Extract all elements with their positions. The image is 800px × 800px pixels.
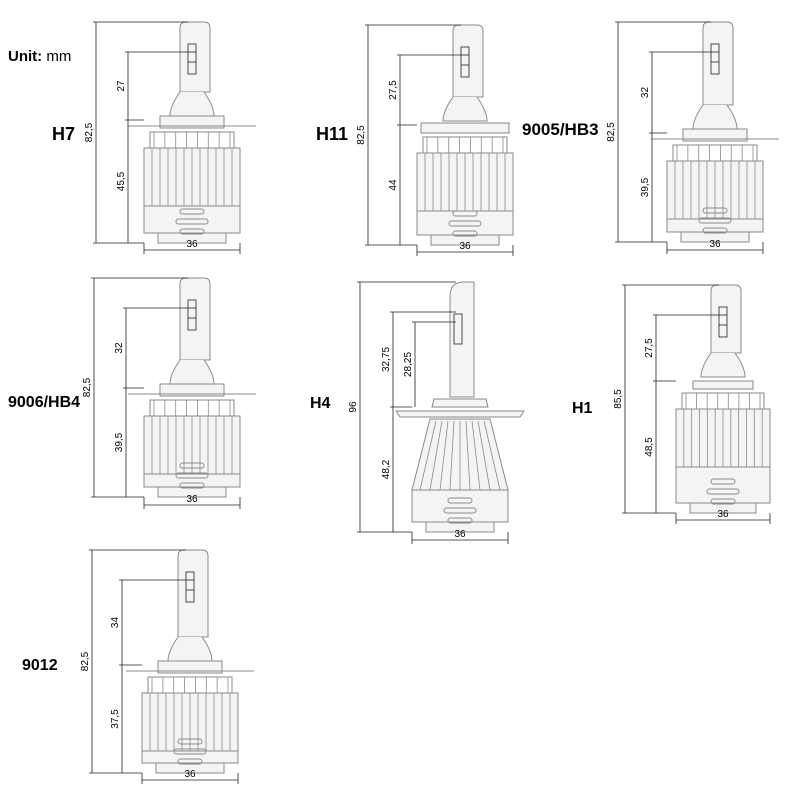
bulb-drawing xyxy=(128,277,256,498)
bulb-drawing xyxy=(416,24,514,246)
dim-bottom-h11: 44 xyxy=(388,179,399,191)
bulb-h4: 28,25 96 32,75 48,2 36 H4 xyxy=(310,281,525,544)
dimension-lines xyxy=(93,21,241,254)
dim-bottom-h7: 45,5 xyxy=(116,171,127,191)
dim-width-h7: 36 xyxy=(186,239,198,250)
dim-total-9005: 82,5 xyxy=(606,122,617,142)
model-label-9006: 9006/HB4 xyxy=(8,394,80,411)
dimension-lines xyxy=(357,281,509,544)
model-label-h1: H1 xyxy=(572,400,593,417)
dim-bottom-9012: 37,5 xyxy=(110,709,121,729)
bulb-h1: 85,5 27,5 48,5 36 H1 xyxy=(572,284,771,524)
dim-width-9012: 36 xyxy=(184,769,196,780)
dim-width-h1: 36 xyxy=(717,509,729,520)
model-label-h4: H4 xyxy=(310,395,331,412)
dim-bottom-9006: 39,5 xyxy=(114,432,125,452)
dim-top-h11: 27,5 xyxy=(388,80,399,100)
dim-bottom-h1: 48,5 xyxy=(644,437,655,457)
dimension-lines xyxy=(365,24,514,256)
dim-top-9006: 32 xyxy=(114,342,125,354)
model-label-9005: 9005/HB3 xyxy=(522,120,599,139)
dim-top-h7: 27 xyxy=(116,80,127,92)
dimension-lines xyxy=(622,284,771,524)
bulb-9012: 82,5 34 37,5 36 9012 xyxy=(22,549,254,784)
dim-total-h7: 82,5 xyxy=(84,122,95,142)
unit-label: Unit: mm xyxy=(8,48,71,65)
dim-width-9005: 36 xyxy=(709,239,721,250)
dim-total-h1: 85,5 xyxy=(613,389,624,409)
dim-total-h4: 96 xyxy=(348,401,359,413)
dimension-lines xyxy=(89,549,239,784)
bulb-drawing xyxy=(126,549,254,774)
dim-top-h4: 32,75 xyxy=(381,347,392,372)
bulb-drawing xyxy=(395,281,525,533)
unit-label-key: Unit: xyxy=(8,48,43,65)
dim-bottom-9005: 39,5 xyxy=(640,177,651,197)
dim-bottom-h4: 48,2 xyxy=(381,459,392,479)
dimension-lines xyxy=(615,21,764,254)
dim-width-h4: 36 xyxy=(454,529,466,540)
bulb-9006: 82,5 32 39,5 36 9006/HB4 xyxy=(8,277,256,509)
bulb-h11: 82,5 27,5 44 36 H11 xyxy=(316,24,514,256)
dim-top-9005: 32 xyxy=(640,87,651,99)
bulb-h7: 82,5 27 45,5 36 H7 xyxy=(52,21,256,254)
bulb-drawing xyxy=(651,21,779,243)
dim-total-h11: 82,5 xyxy=(356,125,367,145)
dim-total-9006: 82,5 xyxy=(82,377,93,397)
model-label-h11: H11 xyxy=(316,124,348,144)
bulb-drawing xyxy=(675,284,771,514)
dim-top-9012: 34 xyxy=(110,617,121,629)
bulb-9005: 82,5 32 39,5 36 9005/HB3 xyxy=(522,21,779,254)
model-label-9012: 9012 xyxy=(22,657,58,674)
dim-total-9012: 82,5 xyxy=(80,651,91,671)
dim-width-h11: 36 xyxy=(459,241,471,252)
model-label-h7: H7 xyxy=(52,124,75,144)
dimension-lines xyxy=(91,277,241,509)
bulb-drawing xyxy=(128,21,256,244)
dim-inner-h4: 28,25 xyxy=(403,352,414,377)
dim-width-9006: 36 xyxy=(186,494,198,505)
unit-label-value: mm xyxy=(46,48,72,65)
dim-top-h1: 27,5 xyxy=(644,338,655,358)
